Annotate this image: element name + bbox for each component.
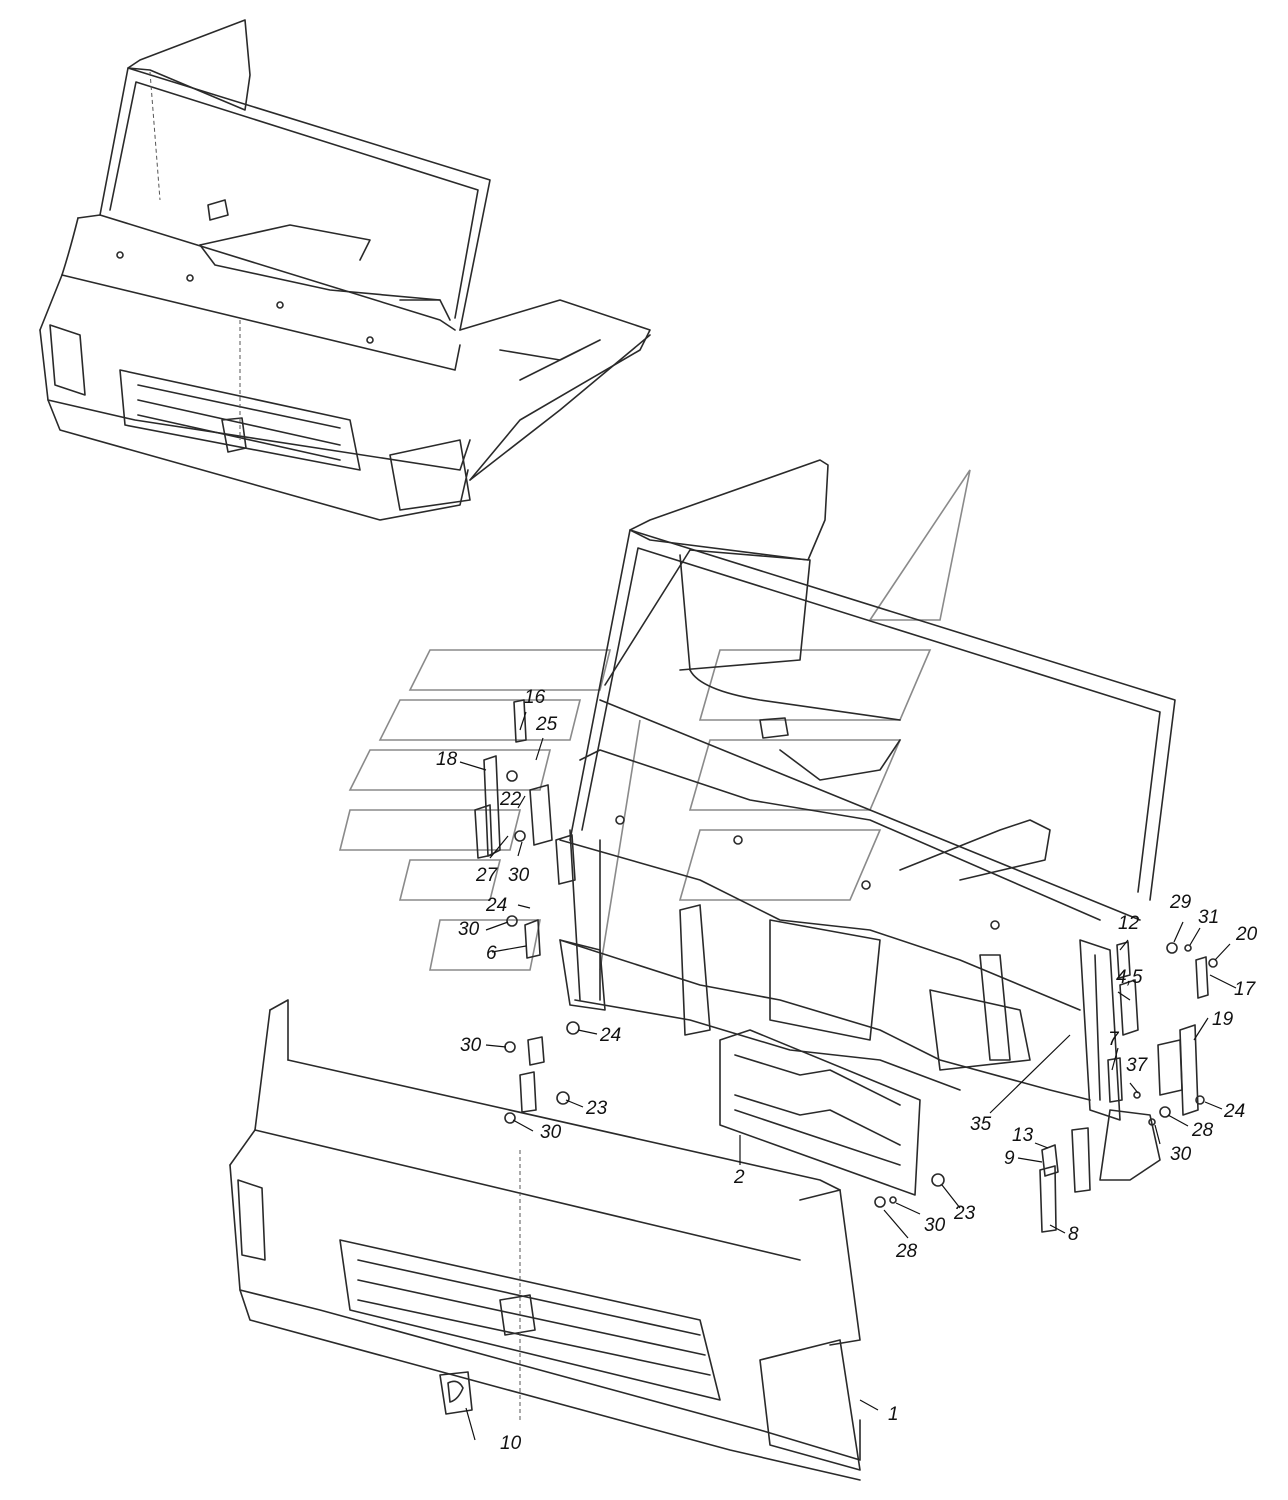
label-part-25: 25 bbox=[536, 714, 558, 735]
label-part-10: 10 bbox=[500, 1433, 522, 1454]
label-part-28-a: 28 bbox=[1192, 1120, 1214, 1141]
label-part-24-a: 24 bbox=[486, 895, 508, 916]
panel-part-2 bbox=[719, 1029, 921, 1196]
label-part-13: 13 bbox=[1012, 1125, 1034, 1146]
front-panel-part-1 bbox=[229, 999, 861, 1481]
label-part-18: 18 bbox=[436, 749, 458, 770]
label-part-7: 7 bbox=[1108, 1029, 1119, 1050]
label-part-24-c: 24 bbox=[1224, 1101, 1246, 1122]
label-part-1: 1 bbox=[888, 1404, 899, 1425]
watermark-logo-icon bbox=[338, 469, 971, 971]
label-part-4-5: 4,5 bbox=[1116, 967, 1143, 988]
hardware-parts bbox=[474, 699, 1218, 1233]
cab-frame bbox=[559, 459, 1176, 1121]
label-part-30-b: 30 bbox=[458, 919, 480, 940]
label-part-23-b: 23 bbox=[954, 1203, 976, 1224]
label-part-31: 31 bbox=[1198, 907, 1220, 928]
label-part-30-d: 30 bbox=[540, 1122, 562, 1143]
label-part-22: 22 bbox=[500, 789, 522, 810]
label-part-9: 9 bbox=[1004, 1148, 1015, 1169]
label-part-2: 2 bbox=[734, 1167, 745, 1188]
leader-lines bbox=[459, 711, 1237, 1441]
assembled-cab bbox=[39, 19, 651, 521]
label-part-16: 16 bbox=[524, 687, 546, 708]
label-part-17: 17 bbox=[1234, 979, 1256, 1000]
label-part-37: 37 bbox=[1126, 1055, 1148, 1076]
label-part-8: 8 bbox=[1068, 1224, 1079, 1245]
label-part-20: 20 bbox=[1236, 924, 1258, 945]
label-part-30-f: 30 bbox=[924, 1215, 946, 1236]
label-part-19: 19 bbox=[1212, 1009, 1234, 1030]
label-part-35: 35 bbox=[970, 1114, 992, 1135]
emblem-part-10 bbox=[439, 1371, 473, 1415]
label-part-30-c: 30 bbox=[460, 1035, 482, 1056]
label-part-23-a: 23 bbox=[586, 1098, 608, 1119]
label-part-6: 6 bbox=[486, 943, 497, 964]
label-part-12: 12 bbox=[1118, 913, 1140, 934]
label-part-29: 29 bbox=[1170, 892, 1192, 913]
label-part-27: 27 bbox=[476, 865, 498, 886]
label-part-30-a: 30 bbox=[508, 865, 530, 886]
label-part-30-e: 30 bbox=[1170, 1144, 1192, 1165]
label-part-28-b: 28 bbox=[896, 1241, 918, 1262]
label-part-24-b: 24 bbox=[600, 1025, 622, 1046]
